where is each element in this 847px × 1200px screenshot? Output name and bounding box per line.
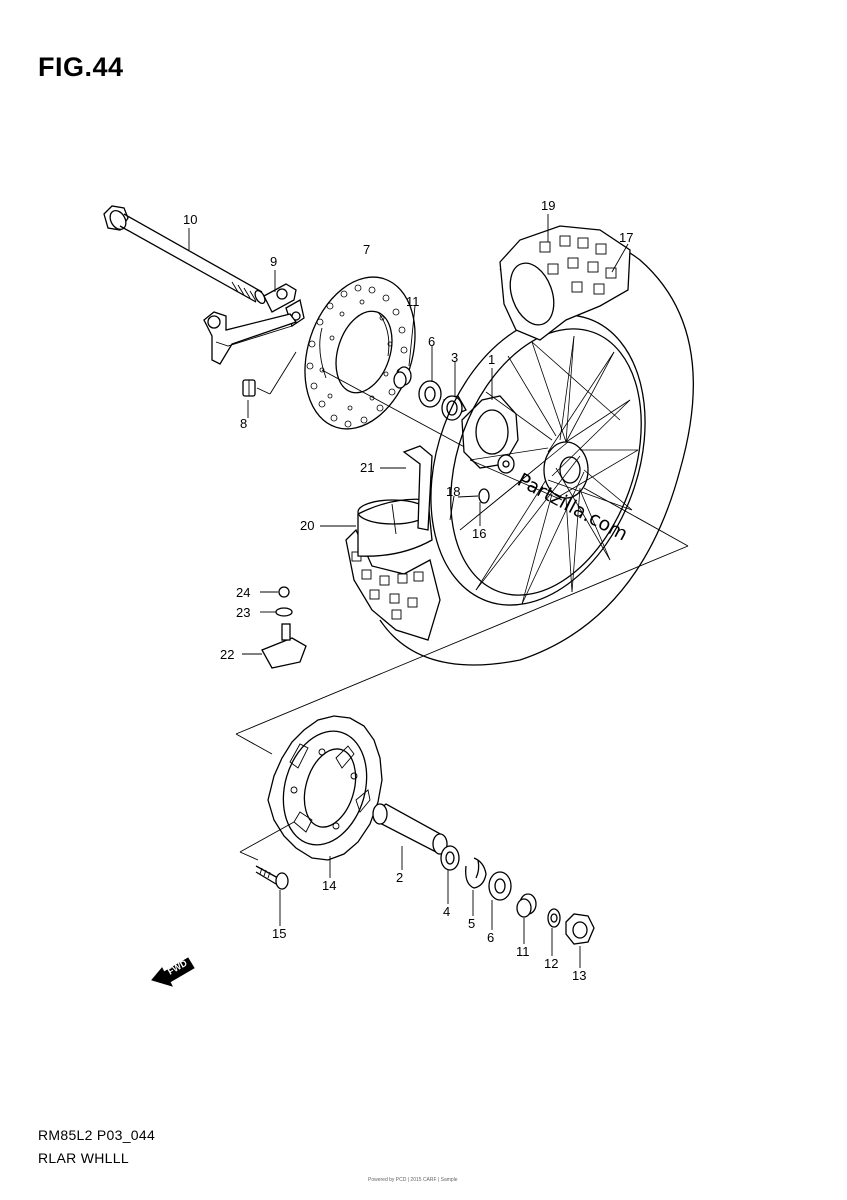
callout-2: 2 <box>396 870 403 885</box>
footer-small-text: Powered by PCD | 2015 CARF | Sample <box>368 1177 458 1183</box>
bolt-8-part[interactable] <box>242 351 297 397</box>
diagram-name: RLAR WHLLL <box>38 1150 129 1166</box>
diagram-code: RM85L2 P03_044 <box>38 1127 156 1143</box>
circlip-part[interactable] <box>465 857 487 889</box>
hub-part[interactable] <box>461 395 519 474</box>
callout-8: 8 <box>240 416 247 431</box>
torque-bracket-part[interactable] <box>203 311 298 365</box>
axle-part[interactable] <box>103 205 267 305</box>
rear-wheel-part[interactable] <box>393 285 684 635</box>
callout-11-upper: 11 <box>406 294 420 309</box>
callout-13: 13 <box>572 968 586 983</box>
callout-22: 22 <box>220 647 234 662</box>
callout-15: 15 <box>272 926 286 941</box>
axle-spacer-part[interactable] <box>372 803 448 855</box>
bearing-4-part[interactable] <box>440 845 460 871</box>
callout-16: 16 <box>472 526 486 541</box>
collar-11-lower-part[interactable] <box>516 893 537 918</box>
collar-11-upper-part[interactable] <box>393 366 412 389</box>
callout-12: 12 <box>544 956 558 971</box>
figure-title: FIG.44 <box>38 52 124 82</box>
callout-17: 17 <box>619 230 633 245</box>
sprocket-part[interactable] <box>239 715 383 861</box>
callout-leaders <box>188 214 629 968</box>
bearing-6-upper-part[interactable] <box>418 380 442 408</box>
tire-part[interactable] <box>345 225 694 666</box>
callout-3: 3 <box>451 350 458 365</box>
callout-14: 14 <box>322 878 336 893</box>
callout-10: 10 <box>183 212 197 227</box>
callout-11-lower: 11 <box>516 944 530 959</box>
spacer-3-part[interactable] <box>441 395 467 421</box>
callout-5: 5 <box>468 916 475 931</box>
callout-6-upper: 6 <box>428 334 435 349</box>
callout-7: 7 <box>363 242 370 257</box>
nut-24-part[interactable] <box>260 586 290 598</box>
rim-band-part[interactable] <box>402 445 433 531</box>
axle-nut-part[interactable] <box>565 913 595 945</box>
rim-lock-part[interactable] <box>242 623 307 669</box>
bolt-15-part[interactable] <box>255 865 289 890</box>
callout-6-lower: 6 <box>487 930 494 945</box>
callout-9: 9 <box>270 254 277 269</box>
washer-12-part[interactable] <box>547 908 561 928</box>
callout-labels: 10 9 7 11 6 3 1 19 17 8 21 18 16 20 24 2… <box>183 198 633 983</box>
callout-18: 18 <box>446 484 460 499</box>
callout-20: 20 <box>300 518 314 533</box>
bearing-6-lower-part[interactable] <box>488 871 512 901</box>
callout-24: 24 <box>236 585 250 600</box>
forward-arrow-icon: FWD <box>151 957 195 987</box>
callout-1: 1 <box>488 352 495 367</box>
brake-disc-part[interactable] <box>286 263 433 444</box>
callout-23: 23 <box>236 605 250 620</box>
callout-4: 4 <box>443 904 450 919</box>
washer-23-part[interactable] <box>260 607 293 617</box>
spoke-nipple-part[interactable] <box>457 488 490 504</box>
callout-19: 19 <box>541 198 555 213</box>
callout-21: 21 <box>360 460 374 475</box>
